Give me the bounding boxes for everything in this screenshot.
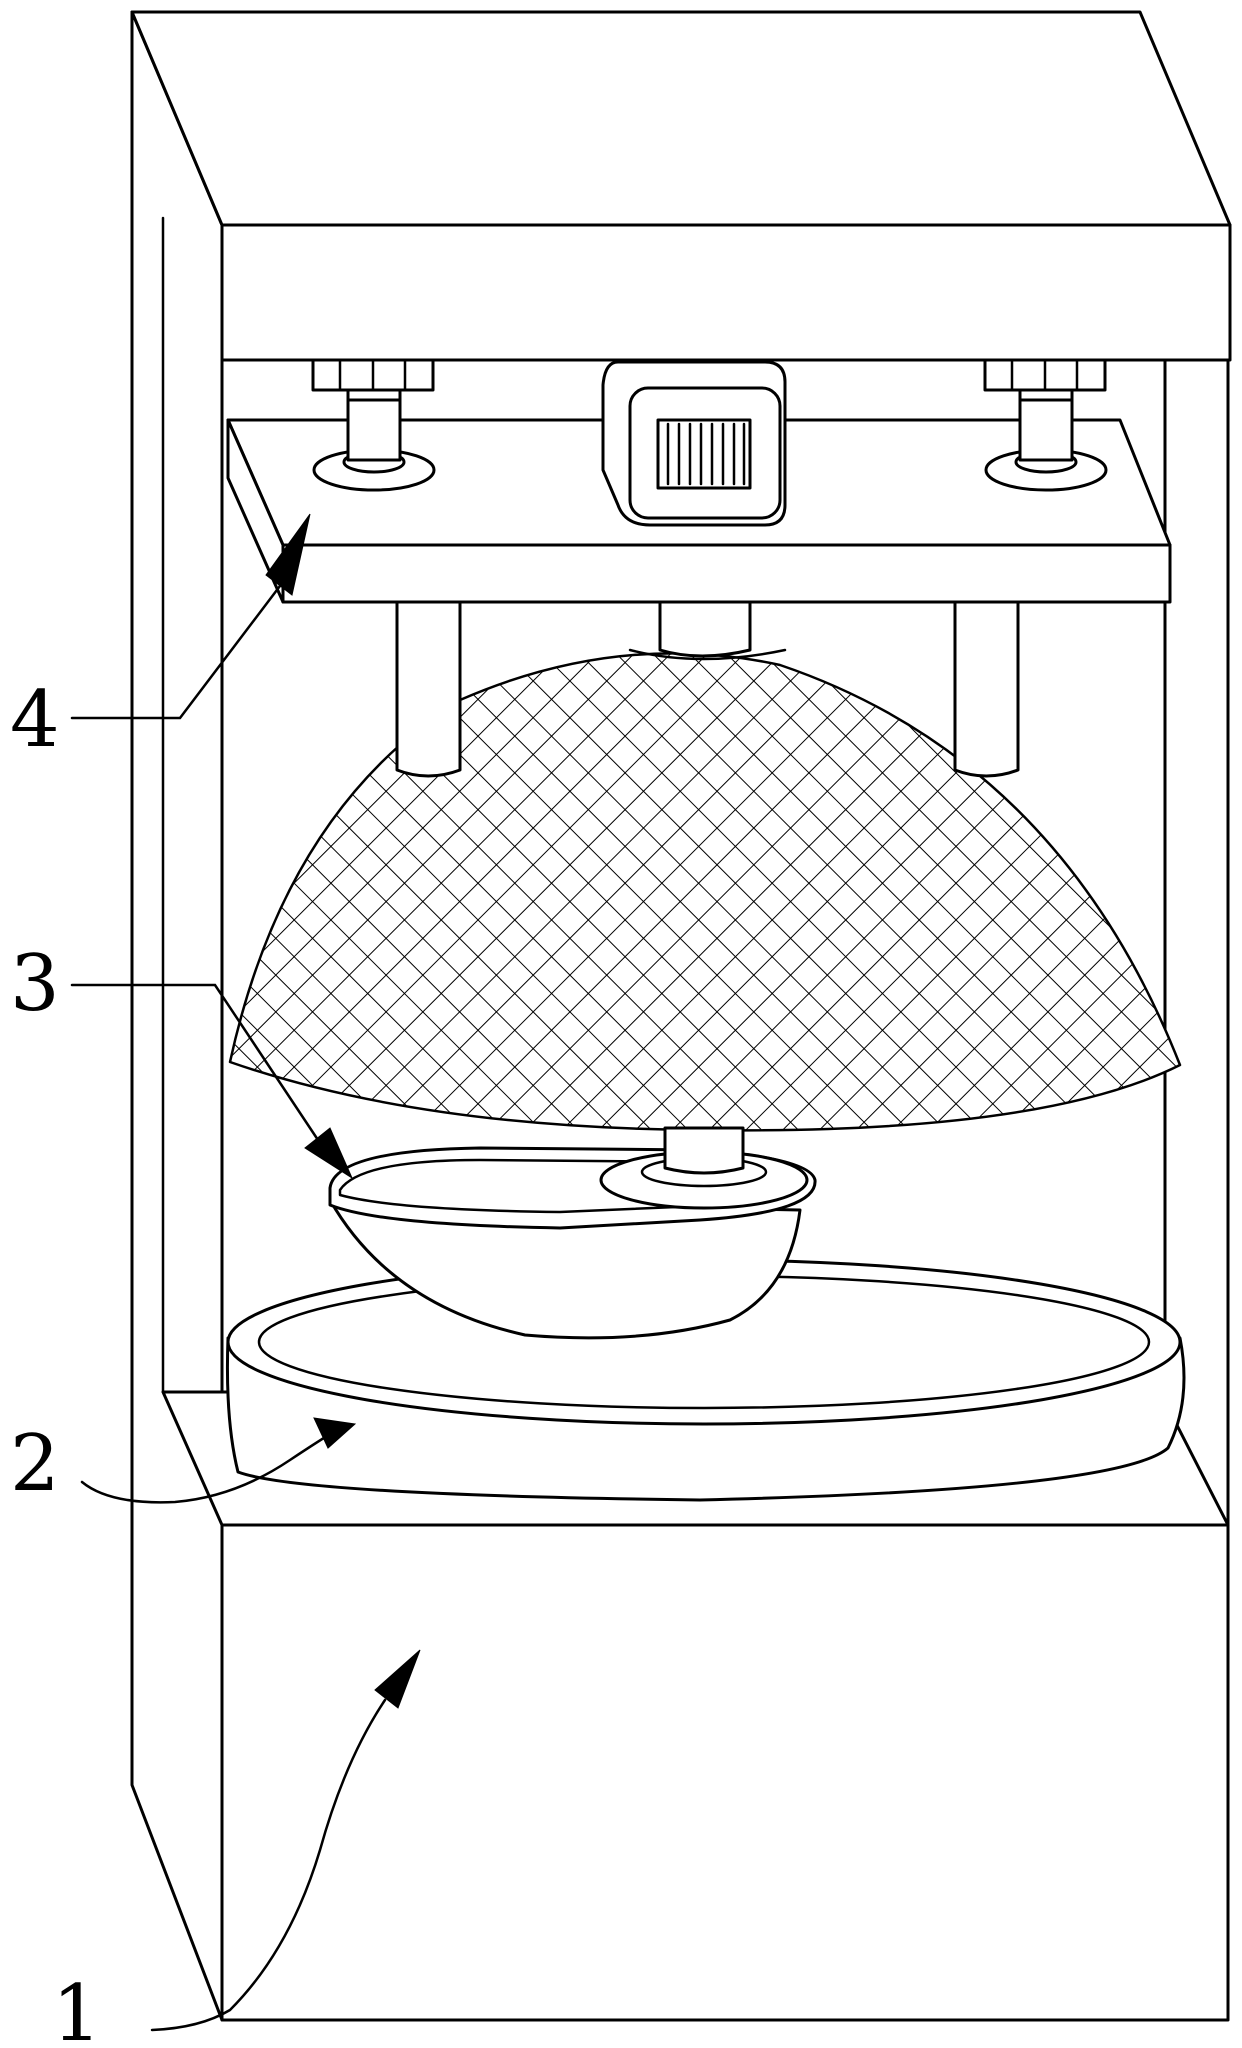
bowl-body xyxy=(328,1198,802,1340)
bowl xyxy=(328,1126,817,1340)
mounting-plate-front-face xyxy=(281,543,1172,604)
top-block xyxy=(130,10,1232,362)
leader-3 xyxy=(70,983,320,1142)
support-rods xyxy=(395,600,1020,778)
base-box-front-face xyxy=(220,1523,1230,2022)
drive-shaft xyxy=(658,600,752,658)
bowl-spindle xyxy=(663,1126,745,1175)
motor-vent-slats xyxy=(666,422,746,486)
frame xyxy=(130,10,1230,2022)
mesh-hood xyxy=(228,652,1182,1132)
callouts: 4 3 2 1 xyxy=(10,675,102,2048)
arrowhead-4 xyxy=(265,513,311,596)
leader-4 xyxy=(70,576,288,720)
arrowhead-2 xyxy=(313,1417,357,1449)
leader-2 xyxy=(80,1426,342,1504)
motor-vent xyxy=(656,418,752,490)
leader-1 xyxy=(150,1698,387,2032)
arrowhead-1 xyxy=(374,1649,421,1709)
arrowhead-3 xyxy=(304,1127,354,1180)
top-block-front-face xyxy=(220,223,1232,362)
callout-4: 4 xyxy=(10,675,60,765)
callout-3: 3 xyxy=(10,939,60,1029)
frame-left-side xyxy=(130,10,224,2022)
callout-1: 1 xyxy=(52,1969,102,2048)
leader-lines xyxy=(70,513,421,2032)
top-block-top-face xyxy=(130,10,1232,227)
motor xyxy=(601,360,787,527)
callout-2: 2 xyxy=(10,1419,60,1509)
